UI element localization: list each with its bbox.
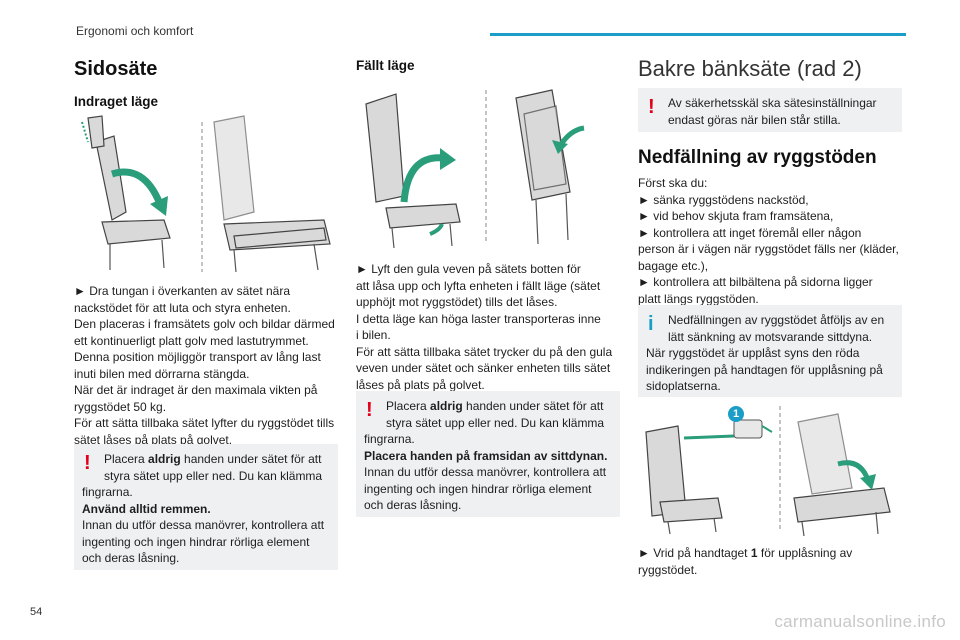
text-line: Placera aldrig handen under sätet för at… (386, 399, 604, 413)
info-icon: i (648, 313, 654, 335)
text-line: och deras låsning. (82, 551, 180, 565)
text-line: platt längs ryggstöden. (638, 291, 759, 306)
text-line: upphöjt mot ryggstödet) tills det låses. (356, 295, 558, 309)
text-line: endast göras när bilen står stilla. (668, 112, 841, 127)
warning-icon: ! (84, 452, 91, 474)
page-number: 54 (30, 606, 43, 618)
text-line-bold: Placera handen på framsidan av sittdynan… (364, 448, 608, 463)
text-line: person är i vägen när ryggstödet fälls n… (638, 242, 899, 256)
text-line: bagage etc.), (638, 258, 709, 273)
text-line: nackstödet för att luta och styra enhete… (74, 300, 291, 315)
text-line: Denna position möjliggör transport av lå… (74, 350, 321, 364)
text-line: fingrarna. (82, 485, 133, 499)
text-line: i bilen. (356, 328, 391, 342)
text-line: låses på plats på golvet. (356, 377, 485, 392)
text-line: Den placeras i framsätets golv och bilda… (74, 317, 335, 331)
paragraph-fold: Först ska du: ► sänka ryggstödens nackst… (638, 175, 899, 307)
text-line: ett kontinuerligt platt golv med lastutr… (74, 333, 309, 348)
text-line: styra sätet upp eller ned. Du kan klämma (104, 468, 323, 483)
text-line: inuti bilen med dörrarna stängda. (74, 366, 250, 381)
text-line: ryggstödet 50 kg. (74, 399, 167, 414)
text-line: ingenting och ingen hindrar rörliga elem… (364, 481, 592, 496)
warning-box-folded: ! Placera aldrig handen under sätet för … (356, 391, 620, 517)
text-line: När ryggstödet är upplåst syns den röda (646, 346, 860, 360)
watermark: carmanualsonline.info (774, 612, 946, 631)
text-line: Nedfällningen av ryggstödet åtföljs av e… (668, 313, 885, 327)
text-line: Först ska du: (638, 176, 708, 190)
paragraph-retracted: ► Dra tungan i överkanten av sätet nära … (74, 283, 335, 448)
title-sidosate: Sidosäte (74, 58, 158, 80)
text-line: Av säkerhetsskäl ska sätesinställningar (668, 96, 877, 110)
text-line: Innan du utför dessa manövrer, kontrolle… (82, 518, 325, 532)
text-line: att låsa upp och lyfta enheten i fällt l… (356, 278, 601, 293)
text-line: För att sätta tillbaka sätet trycker du … (356, 344, 613, 359)
paragraph-folded: ► Lyft den gula veven på sätets botten f… (356, 261, 612, 393)
text-line: och deras låsning. (364, 498, 462, 512)
text-line: veven under sätet och sänker enheten til… (356, 361, 611, 375)
paragraph-handle: ► Vrid på handtaget 1 för upplåsning av … (638, 545, 852, 578)
title-fold-backrests: Nedfällning av ryggstöden (638, 147, 877, 168)
text-line: ► kontrollera att inget föremål eller nå… (638, 225, 862, 240)
text-line-bold: Använd alltid remmen. (82, 501, 211, 516)
subtitle-fallt: Fällt läge (356, 58, 415, 73)
warning-icon: ! (366, 399, 373, 421)
text-line: fingrarna. (364, 432, 415, 446)
title-bench-seat: Bakre bänksäte (rad 2) (638, 56, 862, 81)
text-line: För att sätta tillbaka sätet lyfter du r… (74, 416, 335, 430)
header-accent-bar (490, 33, 906, 36)
text-line: indikeringen på handtagen för upplåsning… (646, 362, 883, 377)
warning-icon: ! (648, 96, 655, 118)
text-line: sidoplatserna. (646, 379, 721, 393)
text-line: ► sänka ryggstödens nackstöd, (638, 192, 809, 207)
warning-box-safety: ! Av säkerhetsskäl ska sätesinställninga… (638, 88, 902, 132)
text-line: ryggstödet. (638, 562, 698, 577)
text-line: Placera aldrig handen under sätet för at… (104, 452, 322, 466)
info-box-fold: i Nedfällningen av ryggstödet åtföljs av… (638, 305, 902, 397)
text-line: ► Vrid på handtaget 1 för upplåsning av (638, 546, 853, 560)
warning-box-retracted: ! Placera aldrig handen under sätet för … (74, 444, 338, 570)
text-line: ingenting och ingen hindrar rörliga elem… (82, 534, 310, 549)
text-line: I detta läge kan höga laster transporter… (356, 311, 601, 326)
text-line: lätt sänkning av motsvarande sittdyna. (668, 329, 873, 344)
bench-seat-illustration (645, 406, 891, 536)
text-line: ► Dra tungan i överkanten av sätet nära (74, 284, 290, 298)
callout-badge: 1 (728, 406, 744, 422)
text-line: sätet låses på plats på golvet. (74, 432, 233, 447)
subtitle-indraget: Indraget läge (74, 94, 159, 109)
text-line: styra sätet upp eller ned. Du kan klämma (386, 415, 605, 430)
section-header: Ergonomi och komfort (76, 24, 194, 38)
text-line: ► Lyft den gula veven på sätets botten f… (356, 262, 581, 276)
text-line: ► vid behov skjuta fram framsätena, (638, 209, 834, 223)
seat-illustration-retracted (81, 115, 331, 273)
text-line: ► kontrollera att bilbältena på sidorna … (638, 275, 873, 289)
text-line: När det är indraget är den maximala vikt… (74, 383, 318, 397)
text-line: Innan du utför dessa manövrer, kontrolle… (364, 465, 607, 479)
seat-illustration-folded (365, 89, 585, 248)
